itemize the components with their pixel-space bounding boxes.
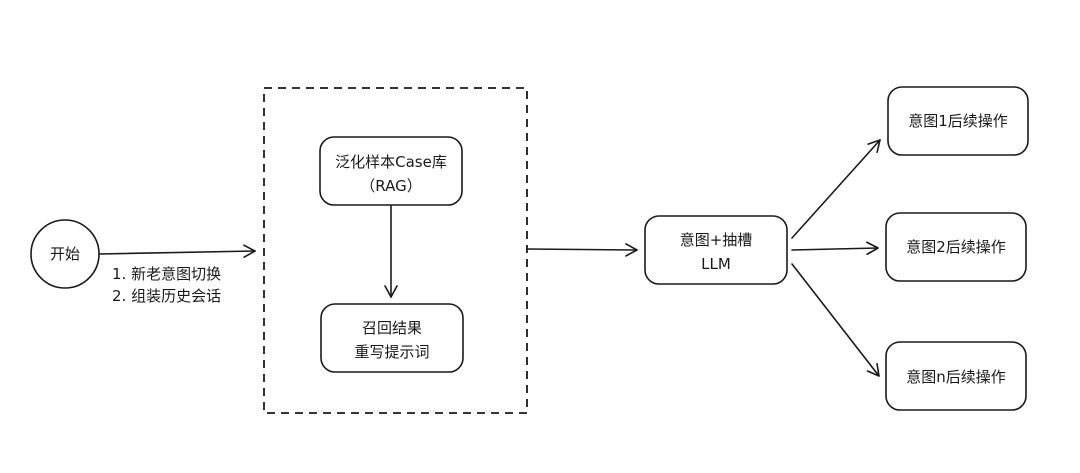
recall-node-line-1: 召回结果	[362, 319, 422, 337]
intent2-node-label: 意图2后续操作	[906, 238, 1006, 256]
edge-llm-to-intentn	[791, 263, 880, 377]
rag-group-frame	[263, 87, 528, 414]
edge-label-line-2: 2. 组装历史会话	[112, 287, 221, 305]
edge-start-to-group	[98, 244, 256, 259]
rag-node-line-1: 泛化样本Case库	[335, 153, 447, 171]
intentn-node: 意图n后续操作	[885, 341, 1027, 411]
intentn-node-label: 意图n后续操作	[906, 368, 1006, 386]
intent1-node: 意图1后续操作	[887, 86, 1029, 156]
start-node-label: 开始	[50, 245, 80, 263]
recall-node: 召回结果 重写提示词	[320, 303, 464, 373]
llm-node: 意图+抽槽 LLM	[644, 215, 788, 285]
recall-node-line-2: 重写提示词	[354, 343, 429, 361]
rag-node-line-2: （RAG）	[360, 177, 421, 195]
edge-label-line-1: 1. 新老意图切换	[112, 265, 221, 283]
rag-node: 泛化样本Case库 （RAG）	[319, 136, 463, 206]
edge-llm-to-intent1	[791, 139, 881, 239]
edge-llm-to-intent2	[791, 241, 879, 256]
intent1-node-label: 意图1后续操作	[908, 112, 1008, 130]
llm-node-line-1: 意图+抽槽	[680, 231, 753, 249]
edge-group-to-llm	[526, 243, 638, 257]
llm-node-line-2: LLM	[701, 255, 731, 273]
start-node: 开始	[30, 219, 100, 289]
intent2-node: 意图2后续操作	[885, 212, 1027, 282]
